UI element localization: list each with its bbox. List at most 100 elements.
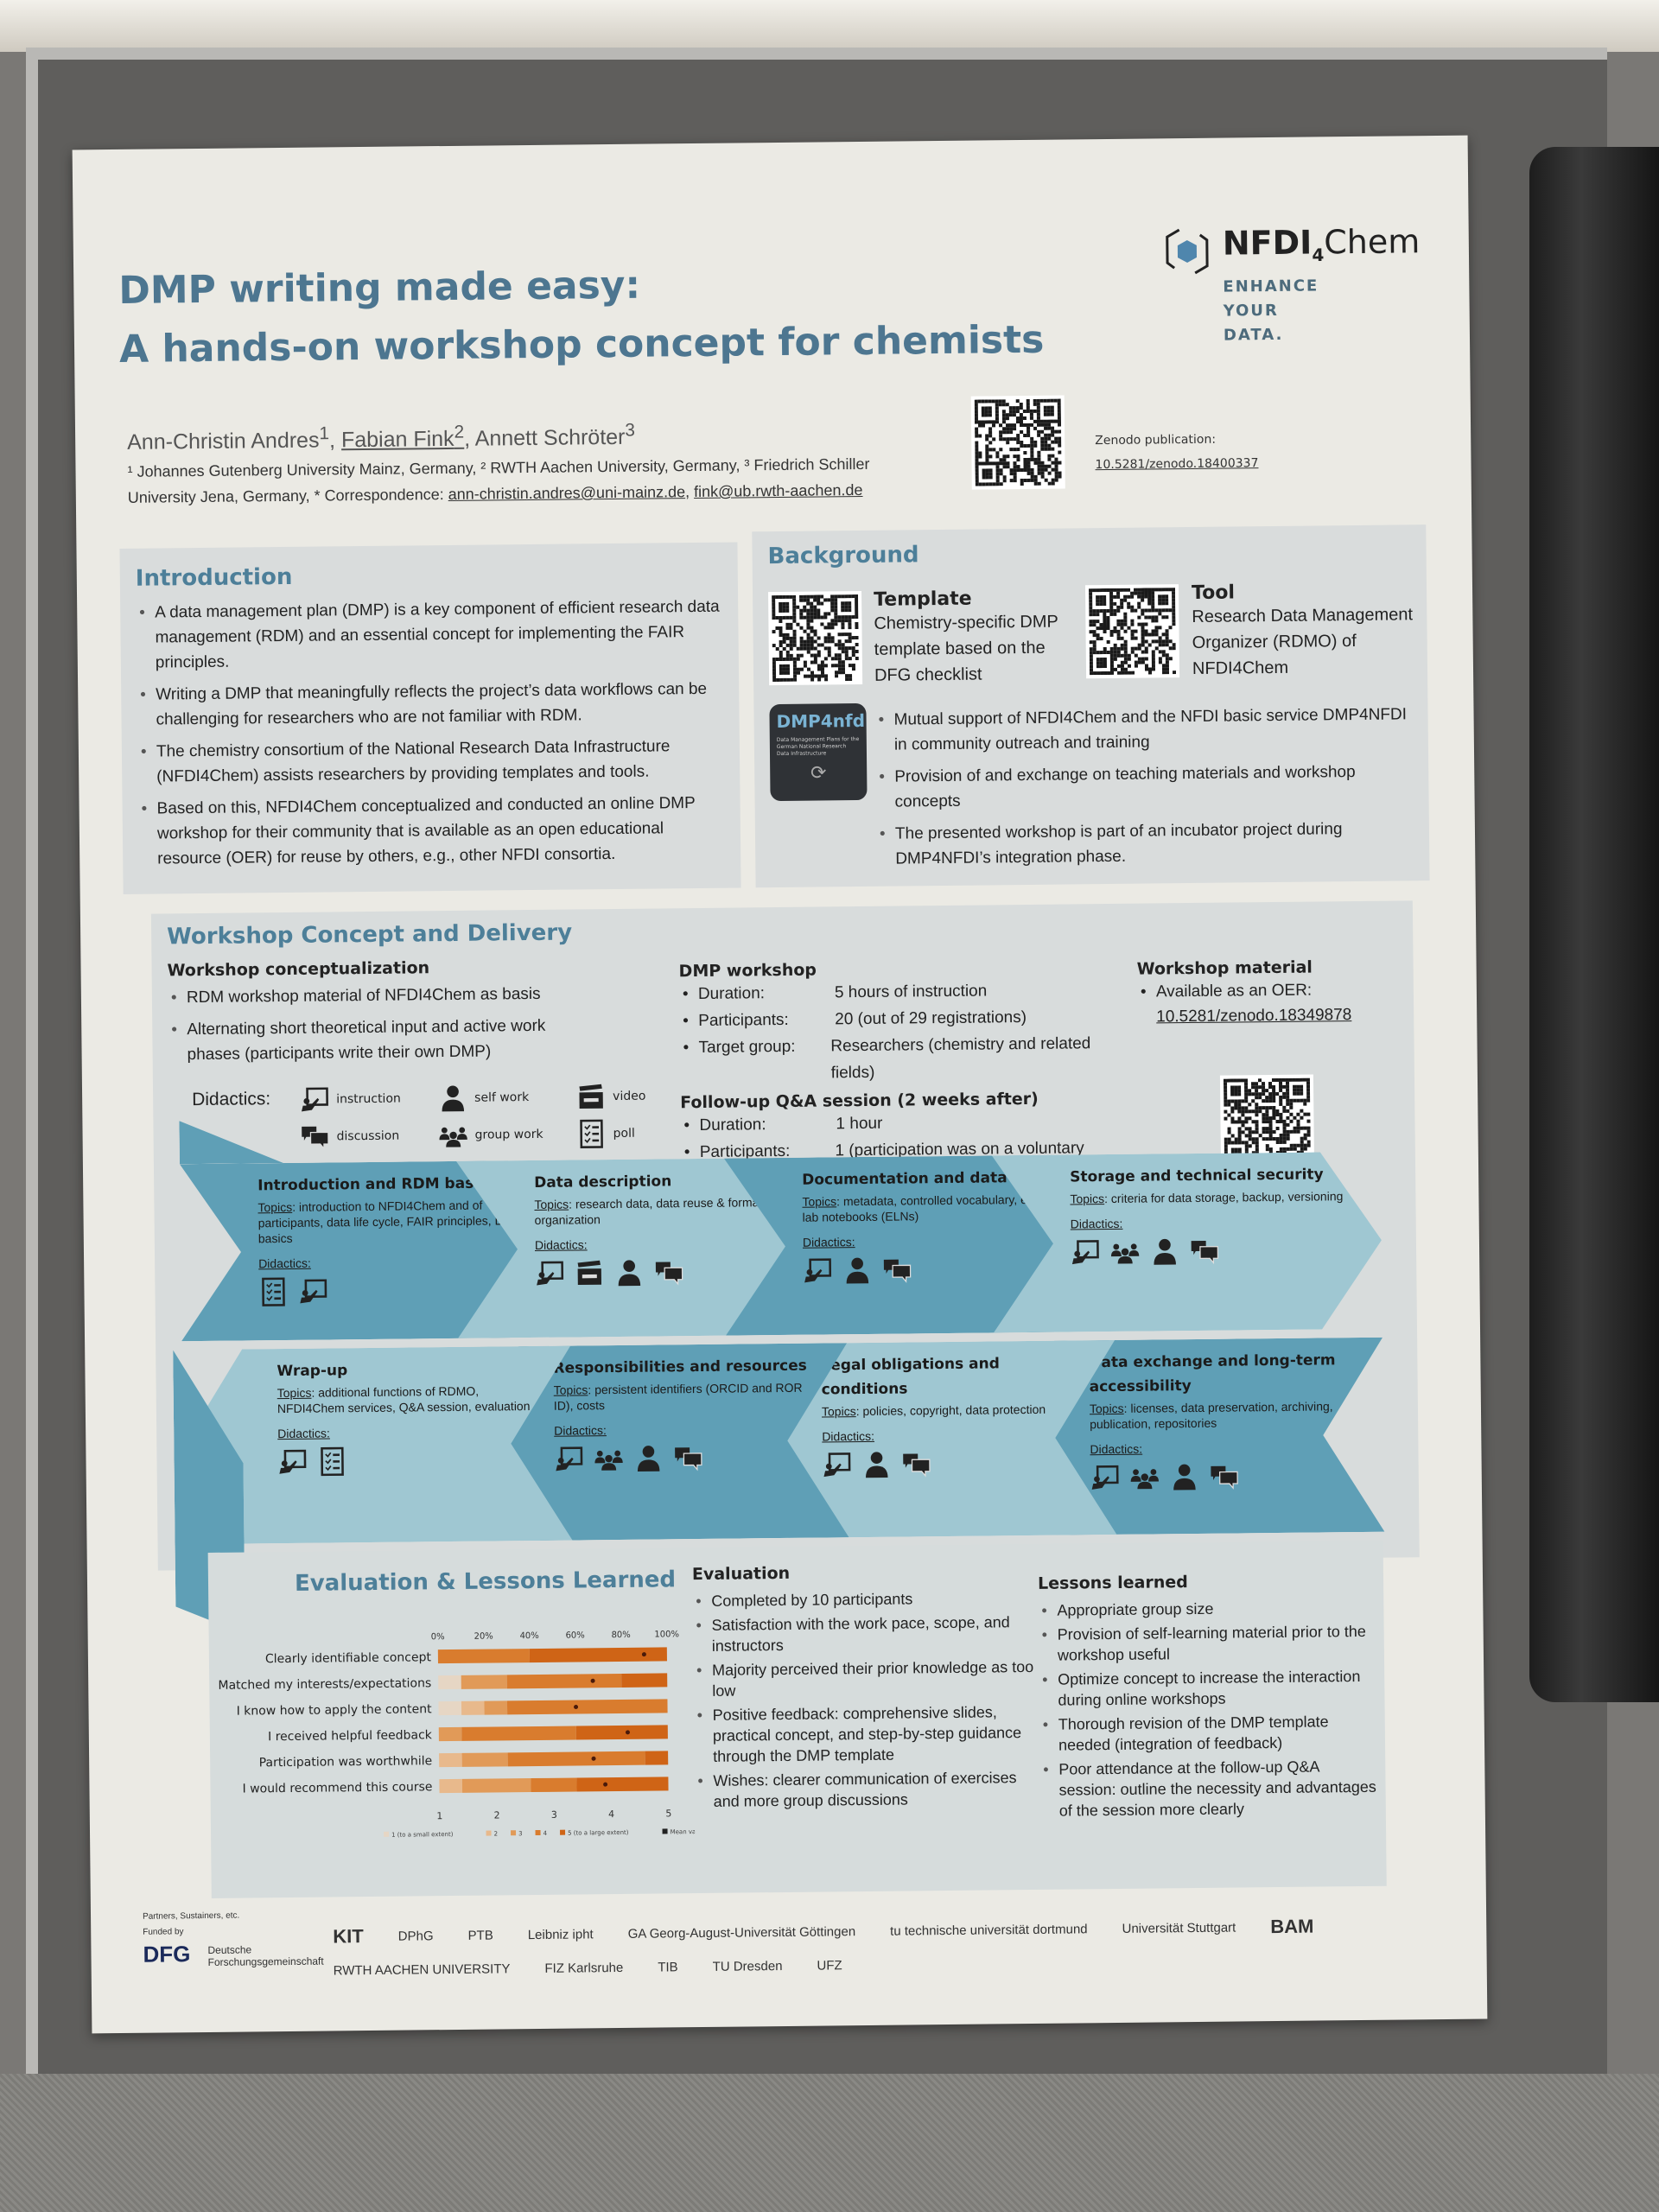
video-icon <box>576 1082 606 1111</box>
module-title: Storage and technical security <box>1070 1166 1324 1186</box>
bar-segment <box>438 1700 462 1716</box>
bar-segment <box>645 1751 669 1765</box>
instruction-icon <box>822 1450 851 1479</box>
legend-swatch <box>560 1829 566 1835</box>
topics-label: Topics <box>553 1382 588 1397</box>
discussion-icon <box>1210 1461 1239 1491</box>
sponsor-logos: Partners, Sustainers, etc. Funded by DFG… <box>125 1898 1457 2024</box>
email-link[interactable]: ann-christin.andres@uni-mainz.de <box>448 483 686 503</box>
zenodo-doi-link[interactable]: 10.5281/zenodo.18400337 <box>1095 456 1259 473</box>
evaluation-bullet: Wishes: clearer communication of exercis… <box>694 1767 1039 1812</box>
poster-tube <box>1529 147 1659 1702</box>
module-didactics-label: Didactics: <box>534 1237 588 1252</box>
workshop-material: Workshop material Available as an OER: 1… <box>1137 957 1410 1169</box>
dmp4nfdi-logo: DMP4nfdi Data Management Plans for the G… <box>769 702 868 802</box>
email-link[interactable]: fink@ub.rwth-aachen.de <box>693 480 863 501</box>
bar-segment <box>438 1675 461 1690</box>
bottom-tick-label: 3 <box>551 1809 557 1821</box>
didactics-label: Didactics: <box>192 1089 271 1110</box>
group-work-icon <box>594 1444 623 1473</box>
module-topics: policies, copyright, data protection <box>862 1402 1046 1419</box>
mean-point <box>641 1652 646 1657</box>
background-bullet: The presented workshop is part of an inc… <box>876 816 1413 871</box>
legend-swatch <box>384 1831 390 1837</box>
concept-bullet: Alternating short theoretical input and … <box>168 1013 583 1067</box>
bar-segment <box>437 1649 530 1664</box>
self-work-icon <box>438 1084 467 1113</box>
legend-label: 5 (to a large extent) <box>568 1829 629 1837</box>
partner-logo: TIB <box>658 1960 678 1975</box>
discussion-icon <box>901 1449 931 1478</box>
cycle-icon: ⟳ <box>810 762 827 785</box>
lesson-bullet: Optimize concept to increase the interac… <box>1039 1666 1376 1711</box>
module-didactics-label: Didactics: <box>277 1426 330 1441</box>
video-icon <box>575 1258 604 1287</box>
intro-bullet: Writing a DMP that meaningfully reflects… <box>137 677 724 733</box>
poster-title: DMP writing made easy: A hands-on worksh… <box>118 252 1045 379</box>
legend-label: Mean value <box>671 1828 696 1835</box>
category-label: Participation was worthwhile <box>259 1754 433 1770</box>
mean-point <box>574 1705 579 1710</box>
evaluation-results: Evaluation Completed by 10 participantsS… <box>692 1561 1040 1815</box>
partners-label: Partners, Sustainers, etc. <box>142 1910 240 1922</box>
title-line-1: DMP writing made easy: <box>118 263 641 313</box>
legend-label: 2 <box>494 1830 499 1837</box>
lesson-bullet: Appropriate group size <box>1038 1597 1375 1621</box>
self-work-icon <box>1170 1462 1199 1491</box>
category-label: I would recommend this course <box>243 1780 433 1796</box>
instruction-icon <box>277 1447 307 1477</box>
bar-segment <box>461 1752 508 1767</box>
module-didactics-icons <box>1090 1460 1358 1492</box>
material-doi-link[interactable]: 10.5281/zenodo.18349878 <box>1156 1006 1352 1027</box>
module-topics: criteria for data storage, backup, versi… <box>1110 1189 1344 1205</box>
evaluation-heading: Evaluation & Lessons Learned <box>294 1567 677 1597</box>
info-value: 5 hours of instruction <box>834 982 988 1002</box>
partner-logo: RWTH AACHEN UNIVERSITY <box>333 1961 511 1979</box>
category-label: Clearly identifiable concept <box>265 1650 432 1666</box>
concept-title: Workshop conceptualization <box>167 958 430 981</box>
self-work-icon <box>614 1258 644 1287</box>
topics-label: Topics <box>1089 1401 1124 1416</box>
module-didactics-label: Didactics: <box>258 1255 311 1271</box>
evaluation-bullet: Majority perceived their prior knowledge… <box>693 1656 1039 1701</box>
module-didactics-icons <box>822 1447 1090 1479</box>
workshop-heading: Workshop Concept and Delivery <box>167 919 573 950</box>
category-label: I know how to apply the content <box>237 1702 433 1718</box>
zenodo-qr-code[interactable] <box>970 395 1065 490</box>
dfg-logo: DFG <box>143 1941 191 1967</box>
material-qr-code[interactable] <box>1219 1074 1315 1169</box>
tool-qr-code[interactable] <box>1084 584 1180 679</box>
evaluation-bullet: Positive feedback: comprehensive slides,… <box>694 1701 1040 1767</box>
discussion-icon <box>882 1255 912 1284</box>
bar-segment <box>506 1673 622 1689</box>
affiliation-line: University Jena, Germany, * Corresponden… <box>127 485 448 506</box>
background-bullet: Provision of and exchange on teaching ma… <box>875 759 1412 814</box>
background-bullet: Mutual support of NFDI4Chem and the NFDI… <box>874 702 1411 757</box>
legend-label: 1 (to a small extent) <box>391 1831 454 1839</box>
bottom-tick-label: 4 <box>608 1808 614 1820</box>
module-title: Data exchange and long-term accessibilit… <box>1089 1351 1336 1396</box>
poll-icon <box>576 1119 606 1148</box>
tool-info: Tool Research Data Management Organizer … <box>1192 580 1417 682</box>
funded-label: Funded by <box>143 1927 184 1937</box>
lesson-bullet: Thorough revision of the DMP template ne… <box>1039 1711 1376 1756</box>
poll-icon <box>317 1446 346 1476</box>
mean-point <box>603 1782 608 1787</box>
instruction-icon <box>1071 1237 1100 1267</box>
bar-segment <box>461 1726 576 1741</box>
bar-segment <box>576 1777 669 1792</box>
mean-point <box>591 1756 596 1761</box>
module-didactics-icons <box>277 1445 545 1477</box>
info-key: Target group: <box>679 1033 830 1088</box>
category-label: Matched my interests/expectations <box>218 1676 431 1693</box>
hexagon-logo-icon <box>1166 228 1209 275</box>
category-label: I received helpful feedback <box>268 1728 433 1744</box>
top-tick-label: 0% <box>431 1632 445 1642</box>
template-qr-code[interactable] <box>768 590 863 686</box>
discussion-icon <box>673 1443 702 1472</box>
title-line-2: A hands-on workshop concept for chemists <box>118 317 1045 372</box>
partner-logo: GA Georg-August-Universität Göttingen <box>627 1923 856 1942</box>
